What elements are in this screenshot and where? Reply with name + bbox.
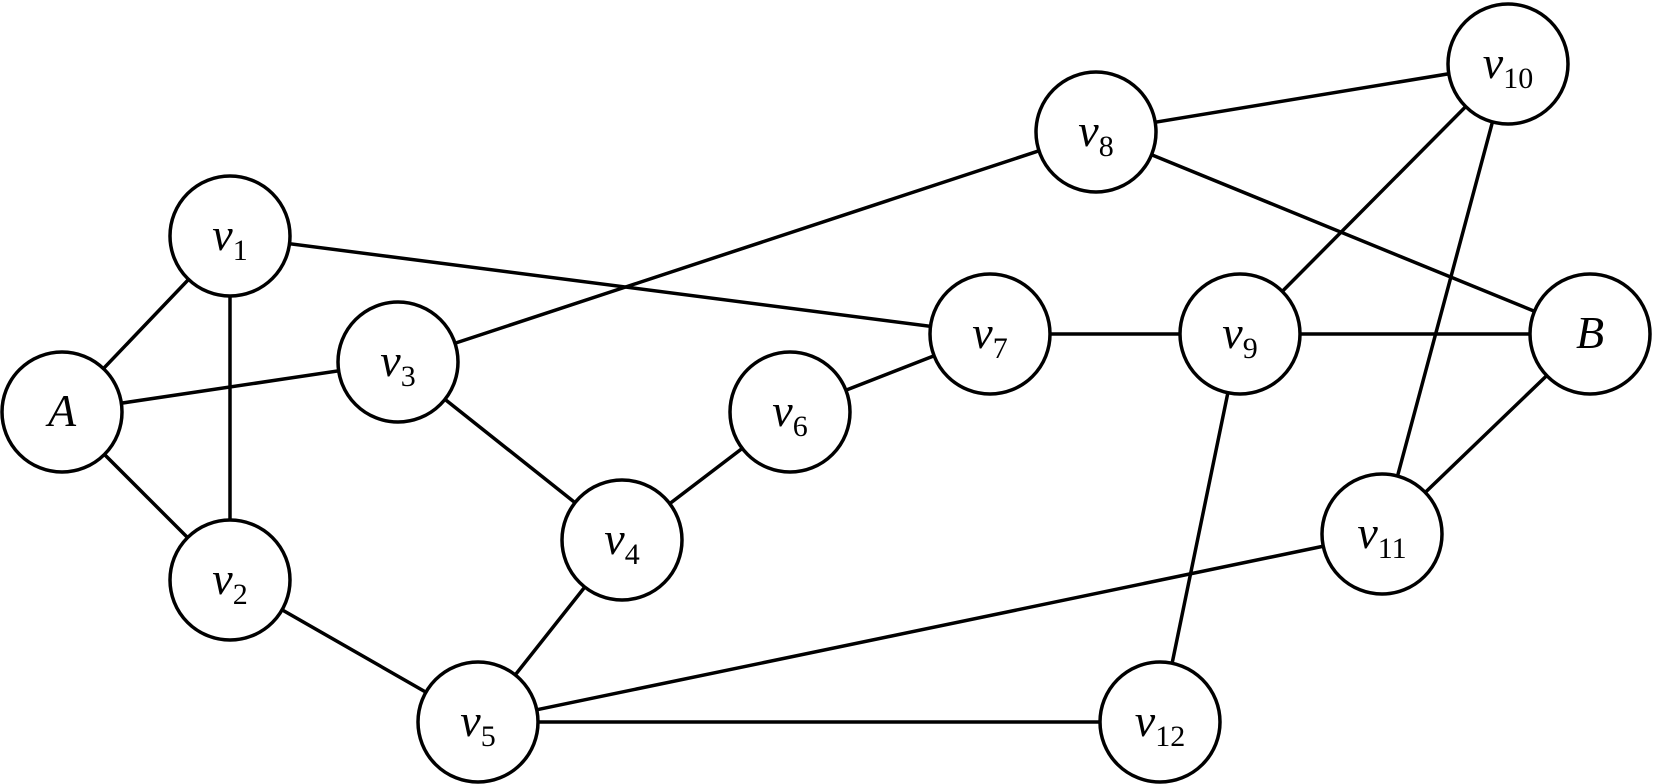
node-circle-v10 [1446,2,1570,126]
node-circle-v7 [928,272,1052,396]
node-label-v7: v7 [972,307,1007,365]
node-v11: v11 [1320,472,1444,596]
node-circle-v4 [560,478,684,602]
node-label-v11: v11 [1357,507,1406,565]
node-circle-v1 [168,174,292,298]
node-v8: v8 [1034,70,1158,194]
node-circle-v5 [416,660,540,784]
edge-v1-v7 [229,234,991,336]
node-label-v8: v8 [1078,105,1113,163]
node-v4: v4 [560,478,684,602]
node-circle-A [0,350,124,474]
node-label-A: A [45,385,77,436]
node-label-v2: v2 [212,553,247,611]
node-circle-v11 [1320,472,1444,596]
node-v2: v2 [168,518,292,642]
node-v9: v9 [1178,272,1302,396]
node-v3: v3 [336,300,460,424]
edge-v9-v10 [1238,62,1510,336]
edge-v5-v11 [477,532,1383,724]
node-circle-v9 [1178,272,1302,396]
node-A: A [0,350,124,474]
node-circle-B [1528,272,1652,396]
node-label-v1: v1 [212,209,247,267]
node-circle-v2 [168,518,292,642]
node-circle-v8 [1034,70,1158,194]
node-v6: v6 [728,350,852,474]
edge-v9-v12 [1158,333,1242,723]
node-label-v10: v10 [1483,37,1533,95]
node-v5: v5 [416,660,540,784]
node-label-v9: v9 [1222,307,1257,365]
edge-v8-B [1095,130,1591,336]
edge-v3-v8 [397,130,1097,364]
node-label-B: B [1576,307,1604,358]
edge-v10-v11 [1380,63,1510,535]
edge-v8-v10 [1095,62,1509,134]
node-B: B [1528,272,1652,396]
node-circle-v6 [728,350,852,474]
node-v1: v1 [168,174,292,298]
node-circle-v12 [1098,660,1222,784]
node-v12: v12 [1098,660,1222,784]
node-label-v6: v6 [772,385,807,443]
node-v10: v10 [1446,2,1570,126]
node-circle-v3 [336,300,460,424]
node-label-v3: v3 [380,335,415,393]
node-v7: v7 [928,272,1052,396]
node-label-v12: v12 [1135,695,1185,753]
node-label-v5: v5 [460,695,495,753]
node-label-v4: v4 [604,513,639,571]
